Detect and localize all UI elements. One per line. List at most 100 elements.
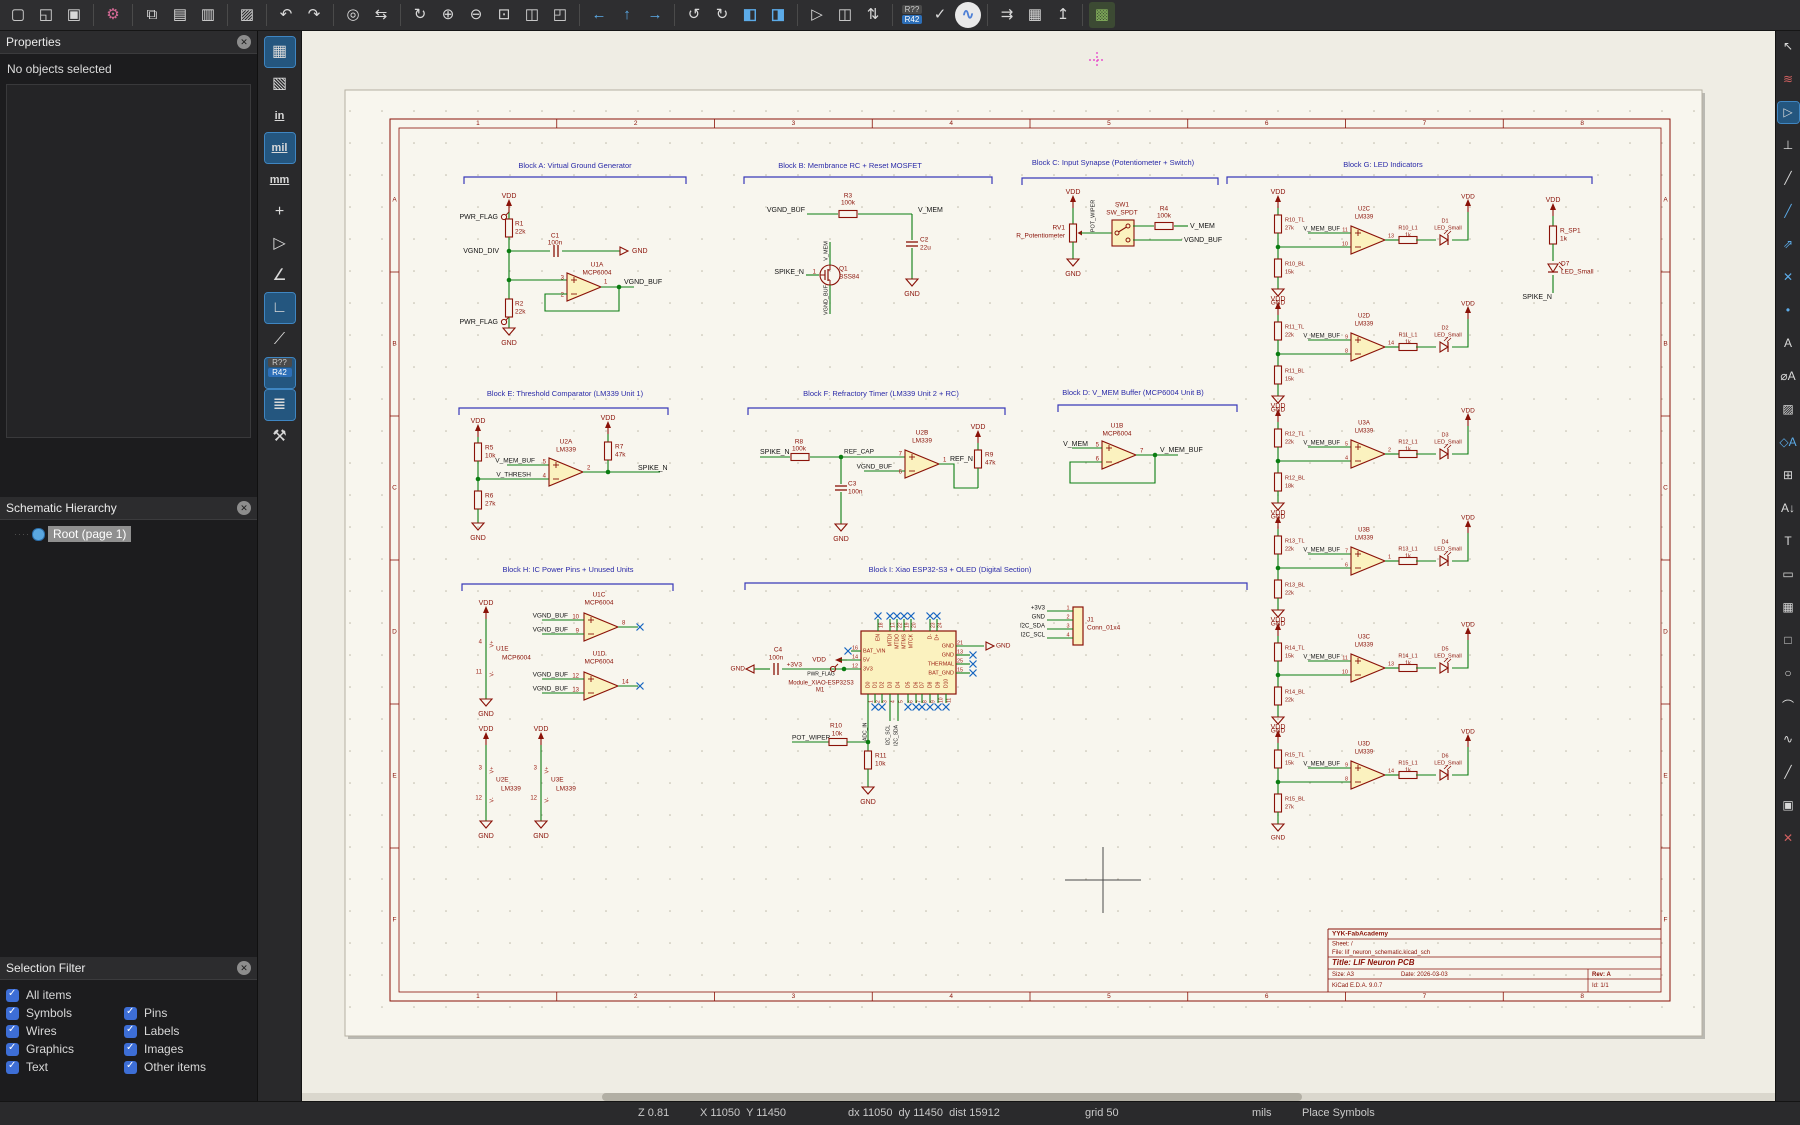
import-sheet-pin-tool[interactable]: A↓ [1778, 498, 1799, 519]
nav-up-button[interactable]: ↑ [614, 2, 640, 28]
units-mm-button[interactable]: mm [265, 165, 295, 195]
filter-checkbox-labels[interactable] [124, 1025, 137, 1038]
rule-area-tool[interactable]: ▨ [1778, 399, 1799, 420]
net-label-tool[interactable]: A [1778, 333, 1799, 354]
status-grid[interactable]: grid 50 [1085, 1107, 1119, 1119]
svg-text:11: 11 [476, 670, 483, 676]
simulator-button[interactable]: ∿ [955, 2, 981, 28]
table-tool[interactable]: ▦ [1778, 597, 1799, 618]
redo-button[interactable]: ↷ [301, 2, 327, 28]
scrollbar-thumb[interactable] [602, 1093, 1302, 1101]
hidden-pins-toggle[interactable]: ▷ [265, 229, 295, 259]
highlight-net-tool[interactable]: ≋ [1778, 69, 1799, 90]
filter-checkbox-images[interactable] [124, 1043, 137, 1056]
sheet-settings-button[interactable]: ⚙ [100, 2, 126, 28]
rectangle-tool[interactable]: □ [1778, 630, 1799, 651]
library-browser-button[interactable]: ◫ [832, 2, 858, 28]
filter-checkbox-all-items[interactable] [6, 989, 19, 1002]
close-icon[interactable]: ✕ [237, 961, 251, 975]
svg-text:100n: 100n [848, 489, 863, 496]
place-power-port-tool[interactable]: ⊥ [1778, 135, 1799, 156]
find-button[interactable]: ◎ [340, 2, 366, 28]
junction-tool[interactable]: • [1778, 300, 1799, 321]
mirror-h-button[interactable]: ◨ [765, 2, 791, 28]
svg-text:5: 5 [1107, 993, 1111, 1000]
refresh-button[interactable]: ↻ [407, 2, 433, 28]
svg-text:U3A: U3A [1358, 421, 1370, 427]
schematic-drawing[interactable]: 1122334455667788AABBCCDDEEFFYYK-FabAcade… [302, 31, 1775, 1101]
hierarchical-sheet-tool[interactable]: ⊞ [1778, 465, 1799, 486]
filter-checkbox-other-items[interactable] [124, 1061, 137, 1074]
zoom-in-button[interactable]: ⊕ [435, 2, 461, 28]
zoom-objects-button[interactable]: ◫ [519, 2, 545, 28]
image-tool[interactable]: ▣ [1778, 795, 1799, 816]
erc-button[interactable]: ✓ [927, 2, 953, 28]
grid-dots-toggle[interactable]: ▦ [265, 37, 295, 67]
horizontal-scrollbar[interactable] [302, 1093, 1775, 1101]
nav-back-button[interactable]: ← [586, 2, 612, 28]
wire-45deg-button[interactable]: ⟋ [265, 325, 295, 355]
new-schematic-button[interactable]: ▢ [5, 2, 31, 28]
filter-checkbox-symbols[interactable] [6, 1007, 19, 1020]
svg-text:VGND_BUF: VGND_BUF [624, 279, 662, 286]
no-connect-tool[interactable]: ✕ [1778, 267, 1799, 288]
close-icon[interactable]: ✕ [237, 501, 251, 515]
zoom-selection-button[interactable]: ◰ [547, 2, 573, 28]
find-replace-button[interactable]: ⇆ [368, 2, 394, 28]
properties-panel-toggle[interactable]: ⚒ [265, 422, 295, 452]
select-tool[interactable]: ↖ [1778, 36, 1799, 57]
rotate-ccw-button[interactable]: ↺ [681, 2, 707, 28]
undo-button[interactable]: ↶ [273, 2, 299, 28]
paste-button[interactable]: ▨ [234, 2, 260, 28]
plot-button[interactable]: ▥ [195, 2, 221, 28]
grid-overrides-toggle[interactable]: ▧ [265, 69, 295, 99]
hierarchy-root-item[interactable]: ···· Root (page 1) [14, 526, 257, 542]
crosshair-cursor-toggle[interactable]: + [265, 197, 295, 227]
bom-export-button[interactable]: ↥ [1050, 2, 1076, 28]
svg-text:1: 1 [476, 993, 480, 1000]
place-wire-tool[interactable]: ╱ [1778, 168, 1799, 189]
mirror-v-button[interactable]: ◧ [737, 2, 763, 28]
arc-tool[interactable]: ⌒ [1778, 696, 1799, 717]
hierarchical-label-tool[interactable]: ◇A [1778, 432, 1799, 453]
rotate-cw-button[interactable]: ↻ [709, 2, 735, 28]
filter-checkbox-text[interactable] [6, 1061, 19, 1074]
symbol-editor-button[interactable]: ▷ [804, 2, 830, 28]
status-units[interactable]: mils [1252, 1107, 1272, 1119]
filter-checkbox-pins[interactable] [124, 1007, 137, 1020]
filter-checkbox-graphics[interactable] [6, 1043, 19, 1056]
place-symbol-tool[interactable]: ▷ [1778, 102, 1799, 123]
wire-to-bus-entry-tool[interactable]: ⇗ [1778, 234, 1799, 255]
place-bus-tool[interactable]: ╱ [1778, 201, 1799, 222]
units-inches-button[interactable]: in [265, 101, 295, 131]
filter-checkbox-wires[interactable] [6, 1025, 19, 1038]
zoom-fit-button[interactable]: ⊡ [491, 2, 517, 28]
hierarchy-navigator-toggle[interactable]: ≣ [265, 390, 295, 420]
delete-tool[interactable]: ✕ [1778, 828, 1799, 849]
wire-90deg-button[interactable]: ∟ [265, 293, 295, 323]
text-tool[interactable]: T [1778, 531, 1799, 552]
circle-tool[interactable]: ○ [1778, 663, 1799, 684]
print-button[interactable]: ▤ [167, 2, 193, 28]
symbol-fields-table-button[interactable]: ▦ [1022, 2, 1048, 28]
open-pcb-editor-button[interactable]: ▩ [1089, 2, 1115, 28]
svg-text:VGND_BUF: VGND_BUF [823, 284, 829, 315]
net-class-label-tool[interactable]: ⌀A [1778, 366, 1799, 387]
nav-forward-button[interactable]: → [642, 2, 668, 28]
zoom-out-button[interactable]: ⊖ [463, 2, 489, 28]
close-icon[interactable]: ✕ [237, 35, 251, 49]
open-schematic-button[interactable]: ◱ [33, 2, 59, 28]
save-button[interactable]: ▣ [61, 2, 87, 28]
bezier-tool[interactable]: ∿ [1778, 729, 1799, 750]
text-box-tool[interactable]: ▭ [1778, 564, 1799, 585]
wire-free-angle-button[interactable]: ∠ [265, 261, 295, 291]
annotate-auto-toggle[interactable]: R??R42 [265, 358, 295, 388]
annotate-button[interactable]: R??R42 [899, 2, 925, 28]
update-symbols-button[interactable]: ⇅ [860, 2, 886, 28]
line-tool[interactable]: ╱ [1778, 762, 1799, 783]
update-pcb-button[interactable]: ⇉ [994, 2, 1020, 28]
schematic-canvas[interactable]: 1122334455667788AABBCCDDEEFFYYK-FabAcade… [302, 31, 1775, 1101]
units-mils-button[interactable]: mil [265, 133, 295, 163]
duplicate-sheet-button[interactable]: ⧉ [139, 2, 165, 28]
svg-text:4: 4 [1345, 455, 1348, 461]
